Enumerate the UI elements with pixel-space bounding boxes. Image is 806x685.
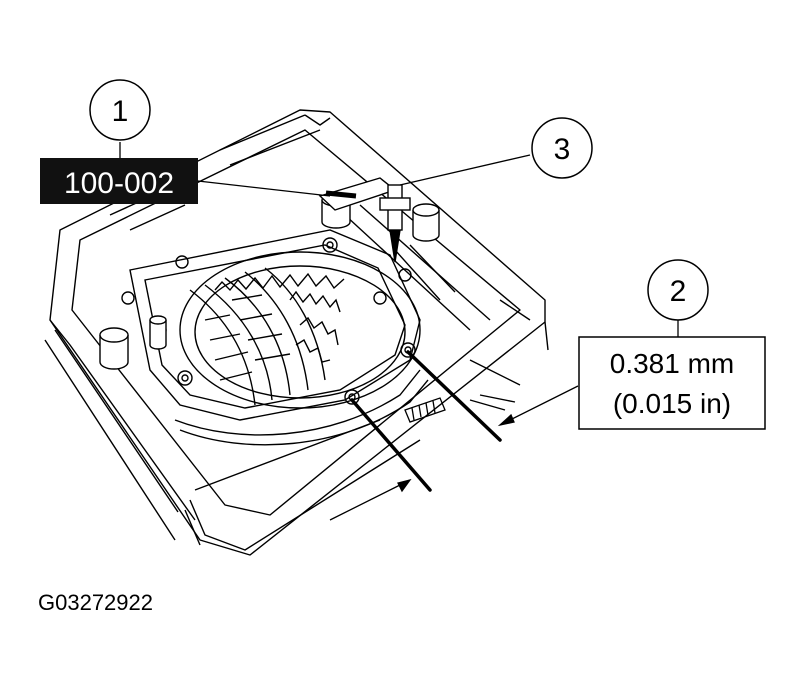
- callout-1-circle: [89, 79, 151, 141]
- callout-2: 2: [647, 259, 709, 321]
- tool-label-text: 100-002: [64, 167, 174, 200]
- measurement-imperial: (0.015 in): [613, 388, 731, 419]
- dial-indicator-probe: [318, 177, 411, 263]
- callout-1-number: 1: [112, 95, 129, 128]
- leader-lines: [119, 142, 679, 337]
- measurement-box-frame: [578, 336, 766, 430]
- callout-3-number: 3: [554, 133, 571, 166]
- callout-2-circle: [647, 259, 709, 321]
- tool-label: 100-002: [40, 158, 198, 204]
- dimension-arrows: [329, 385, 579, 521]
- callout-3: 3: [531, 117, 593, 179]
- gear-assembly: [121, 229, 429, 446]
- tool-label-box: [40, 158, 198, 204]
- callout-1: 1: [89, 79, 151, 141]
- measurement-metric: 0.381 mm: [610, 348, 735, 379]
- adjuster-screw: [404, 397, 446, 423]
- callout-3-circle: [531, 117, 593, 179]
- feeler-gauge-blades: [350, 350, 502, 492]
- figure-id: G03272922: [38, 590, 153, 615]
- callout-2-number: 2: [670, 275, 687, 308]
- measurement-box: 0.381 mm (0.015 in): [578, 336, 766, 430]
